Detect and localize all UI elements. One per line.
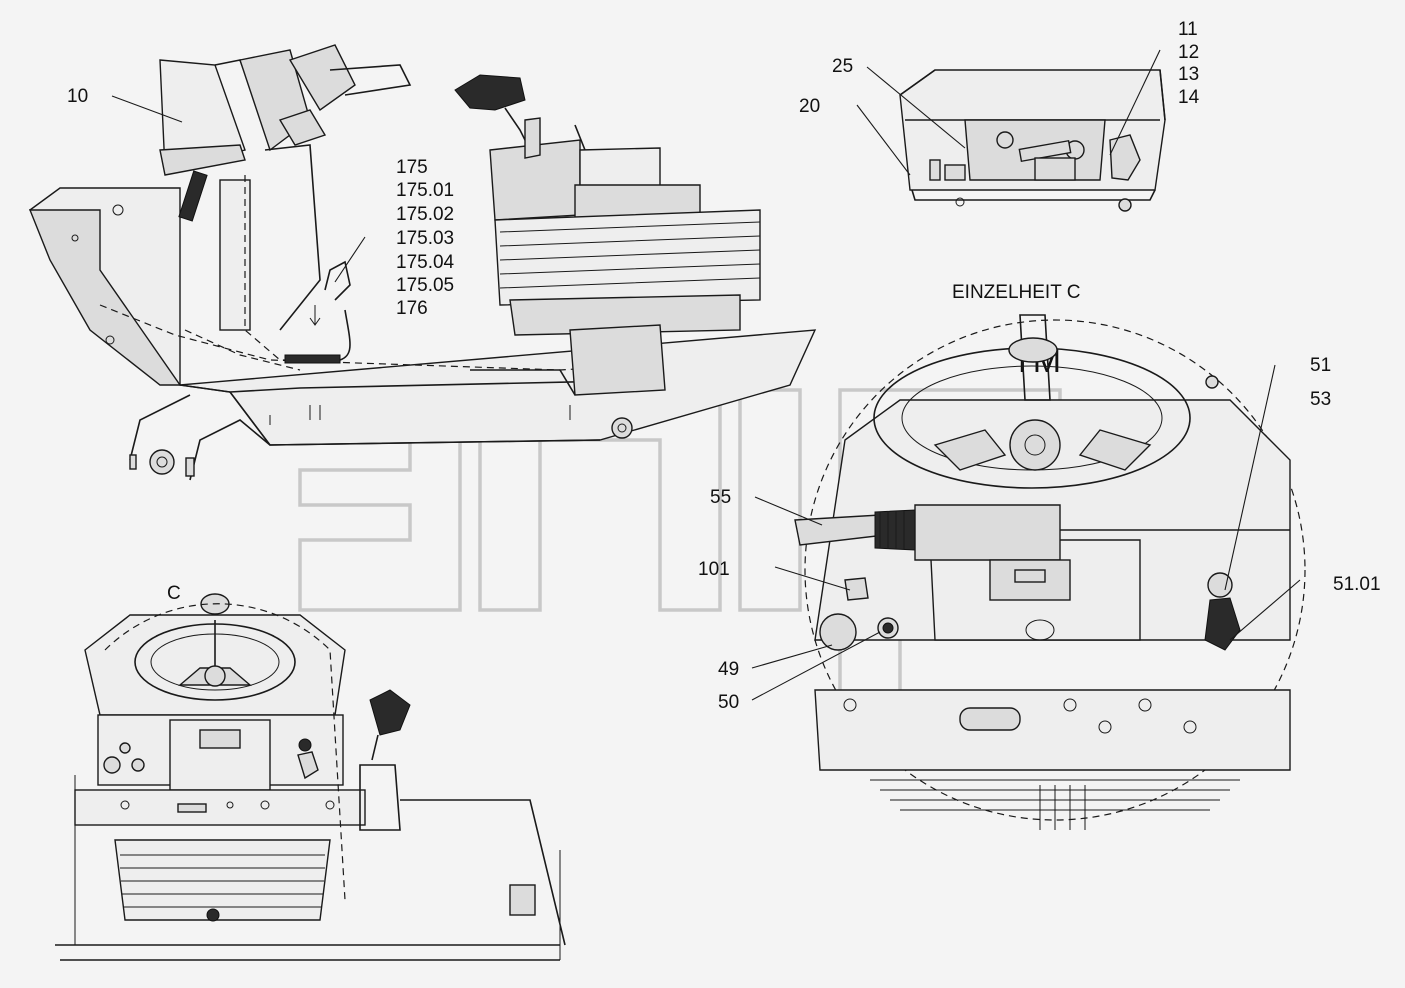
callout-175: 175 (396, 157, 428, 178)
callout-53: 53 (1310, 389, 1331, 410)
callout-49: 49 (718, 659, 739, 680)
callout-175-05: 175.05 (396, 275, 454, 296)
callout-55: 55 (710, 487, 731, 508)
callout-20: 20 (799, 96, 820, 117)
detail-title: EINZELHEIT C (952, 282, 1080, 303)
console-top-view (899, 69, 1166, 212)
callout-176: 176 (396, 298, 428, 319)
callout-51-01: 51.01 (1333, 574, 1381, 595)
callout-175-04: 175.04 (396, 252, 455, 273)
callout-175-02: 175.02 (396, 204, 454, 225)
callout-175-01: 175.01 (396, 180, 454, 201)
callout-25: 25 (832, 56, 853, 77)
detail-c-circle (794, 314, 1306, 830)
callout-13: 13 (1178, 64, 1199, 85)
callout-labels: 10 175 175.01 175.02 175.03 175.04 175.0… (67, 19, 1381, 713)
front-view-c (55, 593, 566, 961)
callout-14: 14 (1178, 87, 1200, 108)
callout-10: 10 (67, 86, 88, 107)
callout-101: 101 (698, 559, 730, 580)
leader-lines (111, 49, 1301, 701)
side-view-assembly (28, 44, 817, 481)
callout-12: 12 (1178, 42, 1199, 63)
callout-51: 51 (1310, 355, 1331, 376)
callout-11: 11 (1178, 19, 1198, 40)
callout-50: 50 (718, 692, 739, 713)
callout-175-03: 175.03 (396, 228, 454, 249)
view-label-c: C (167, 583, 181, 604)
